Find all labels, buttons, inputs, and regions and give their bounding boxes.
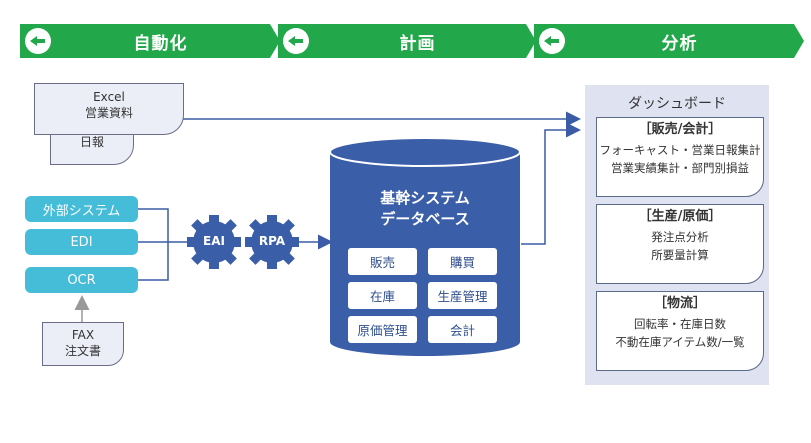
order-form-label: 注文書 (64, 344, 101, 358)
rpa-label: RPA (258, 234, 286, 248)
dashboard-title: ダッシュボード (628, 96, 726, 112)
daily-report-label: 日報 (79, 135, 104, 149)
module-production-management: 生産管理 (428, 282, 497, 309)
card-line: 不動在庫アイテム数/一覧 (615, 335, 745, 349)
card-title: ［販売/会計］ (638, 122, 722, 137)
card-title: ［生産/原価］ (638, 209, 722, 224)
sales-materials-label: 営業資料 (84, 106, 133, 120)
module-purchasing: 購買 (428, 248, 497, 275)
pointing-hand-icon (283, 28, 309, 54)
card-line: フォーキャスト・営業日報集計 (599, 143, 761, 157)
banner-plan: 計画 (278, 24, 526, 58)
ocr-pill: OCR (25, 267, 138, 293)
banner-arrow-tip (526, 24, 536, 58)
banner-arrow-tip (794, 24, 804, 58)
banner-analysis: 分析 (534, 24, 794, 58)
card-line: 発注点分析 (651, 230, 709, 244)
module-sales: 販売 (348, 248, 417, 275)
card-line: 営業実績集計・部門別損益 (611, 161, 749, 175)
rpa-gear-icon (245, 215, 299, 269)
external-system-pill: 外部システム (25, 196, 138, 222)
dashboard-card-logistics: ［物流］ 回転率・在庫日数 不動在庫アイテム数/一覧 (596, 291, 764, 371)
banner-title-analysis: 分析 (661, 33, 698, 54)
edi-pill: EDI (25, 229, 138, 255)
card-title: ［物流］ (653, 296, 706, 311)
banner-title-plan: 計画 (399, 33, 436, 54)
banner-automation: 自動化 (20, 24, 270, 58)
module-inventory: 在庫 (348, 282, 417, 309)
database-title-line1: 基幹システム (380, 189, 470, 207)
card-line: 回転率・在庫日数 (634, 317, 726, 331)
card-line: 所要量計算 (651, 248, 709, 262)
excel-sales-document: Excel 営業資料 (34, 83, 184, 135)
eai-label: EAI (203, 234, 225, 248)
banner-arrow-tip (270, 24, 280, 58)
pointing-hand-icon (539, 28, 565, 54)
fax-order-document: FAX 注文書 (42, 322, 124, 366)
dashboard-card-sales-accounting: ［販売/会計］ フォーキャスト・営業日報集計 営業実績集計・部門別損益 (596, 117, 764, 197)
pointing-hand-icon (25, 28, 51, 54)
fax-label: FAX (71, 328, 95, 342)
module-accounting: 会計 (428, 316, 497, 343)
excel-label: Excel (93, 90, 125, 104)
dashboard-card-production-cost: ［生産/原価］ 発注点分析 所要量計算 (596, 204, 764, 284)
banner-title-automation: 自動化 (133, 33, 188, 54)
module-cost-management: 原価管理 (348, 316, 417, 343)
database-title-line2: データベース (380, 210, 470, 228)
eai-gear-icon (187, 215, 241, 269)
